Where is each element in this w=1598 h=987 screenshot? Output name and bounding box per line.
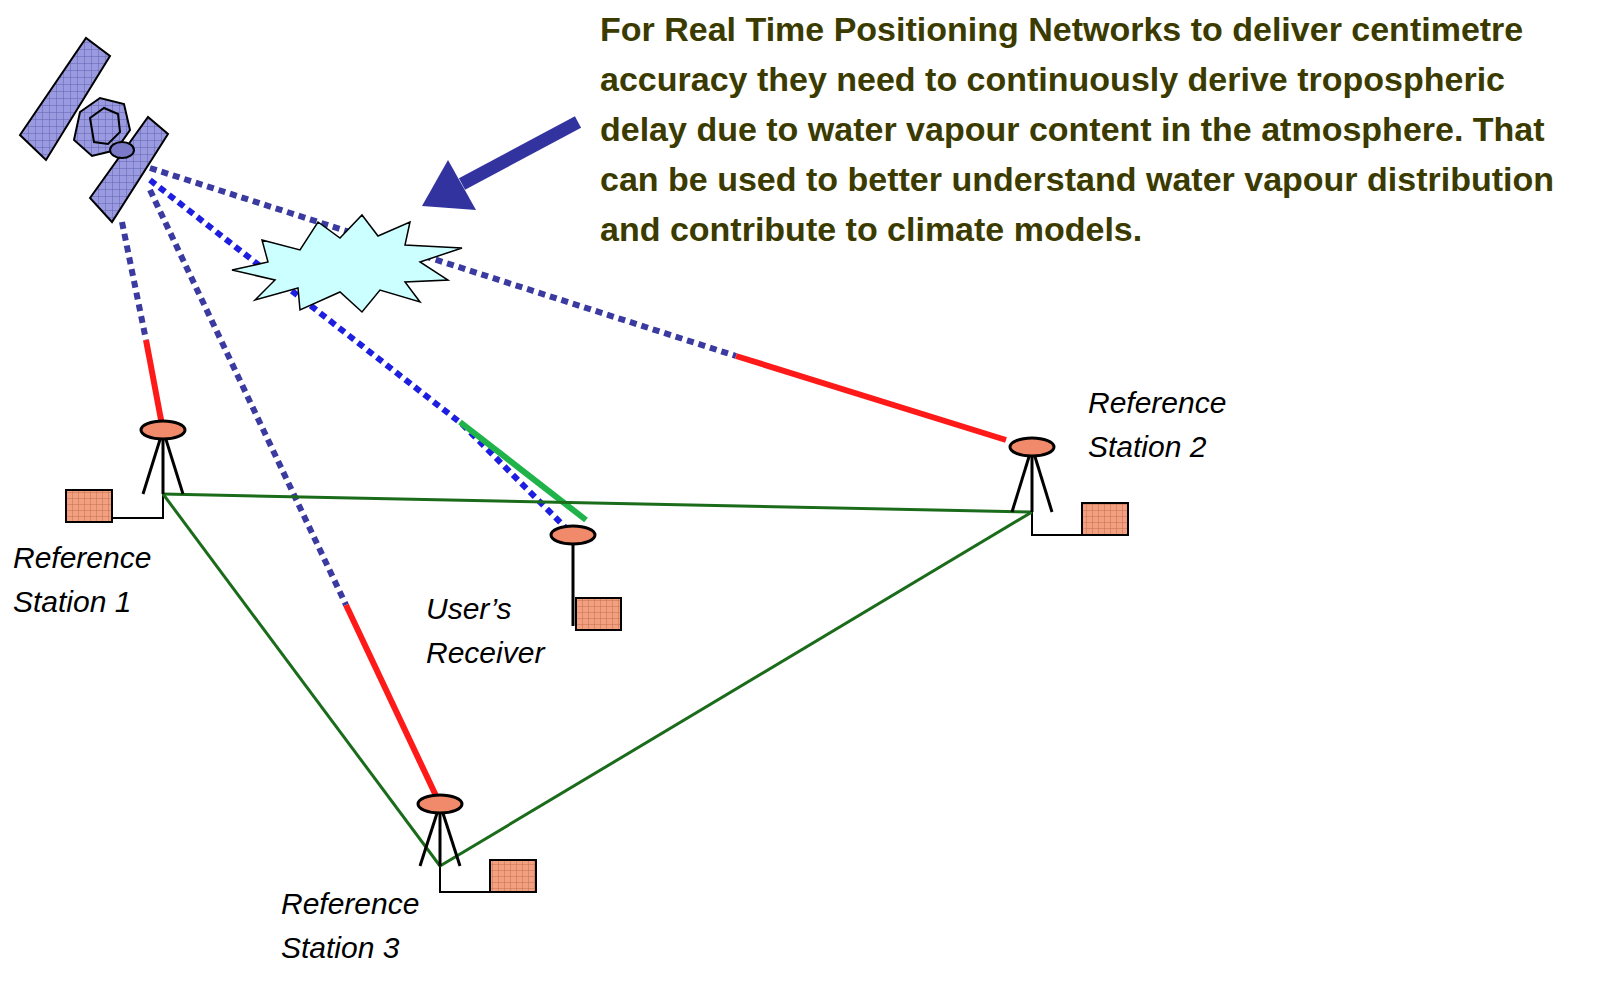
delay-segment bbox=[146, 340, 162, 425]
delay-segment bbox=[736, 356, 1006, 440]
station-label: Reference Station 2 bbox=[1088, 381, 1268, 469]
interpolated-segment bbox=[460, 422, 586, 520]
station-node: User’s Receiver bbox=[545, 523, 601, 547]
baseline-connector bbox=[440, 512, 1032, 866]
signal-path bbox=[462, 424, 578, 540]
satellite bbox=[20, 38, 168, 222]
signal-path bbox=[150, 180, 462, 424]
station-label: Reference Station 1 bbox=[13, 536, 193, 624]
baseline-connector bbox=[163, 494, 1032, 512]
pointer-arrow bbox=[422, 122, 578, 210]
water-vapour-cloud bbox=[232, 215, 462, 312]
tripod-antenna bbox=[1004, 435, 1060, 512]
station-node: Reference Station 2 bbox=[1004, 435, 1060, 512]
baseline-connector bbox=[163, 494, 440, 866]
delay-segments bbox=[146, 340, 1006, 800]
rover-antenna bbox=[545, 523, 601, 547]
delay-segment bbox=[346, 605, 438, 800]
tripod-antenna bbox=[412, 792, 468, 866]
station-label: Reference Station 3 bbox=[281, 882, 461, 970]
station-node: Reference Station 3 bbox=[412, 792, 468, 866]
station-label: User’s Receiver bbox=[426, 587, 591, 675]
signal-path bbox=[122, 222, 146, 340]
callout-text: For Real Time Positioning Networks to de… bbox=[600, 4, 1575, 254]
receiver-units bbox=[66, 490, 1128, 892]
station-node: Reference Station 1 bbox=[135, 418, 191, 494]
tripod-antenna bbox=[135, 418, 191, 494]
